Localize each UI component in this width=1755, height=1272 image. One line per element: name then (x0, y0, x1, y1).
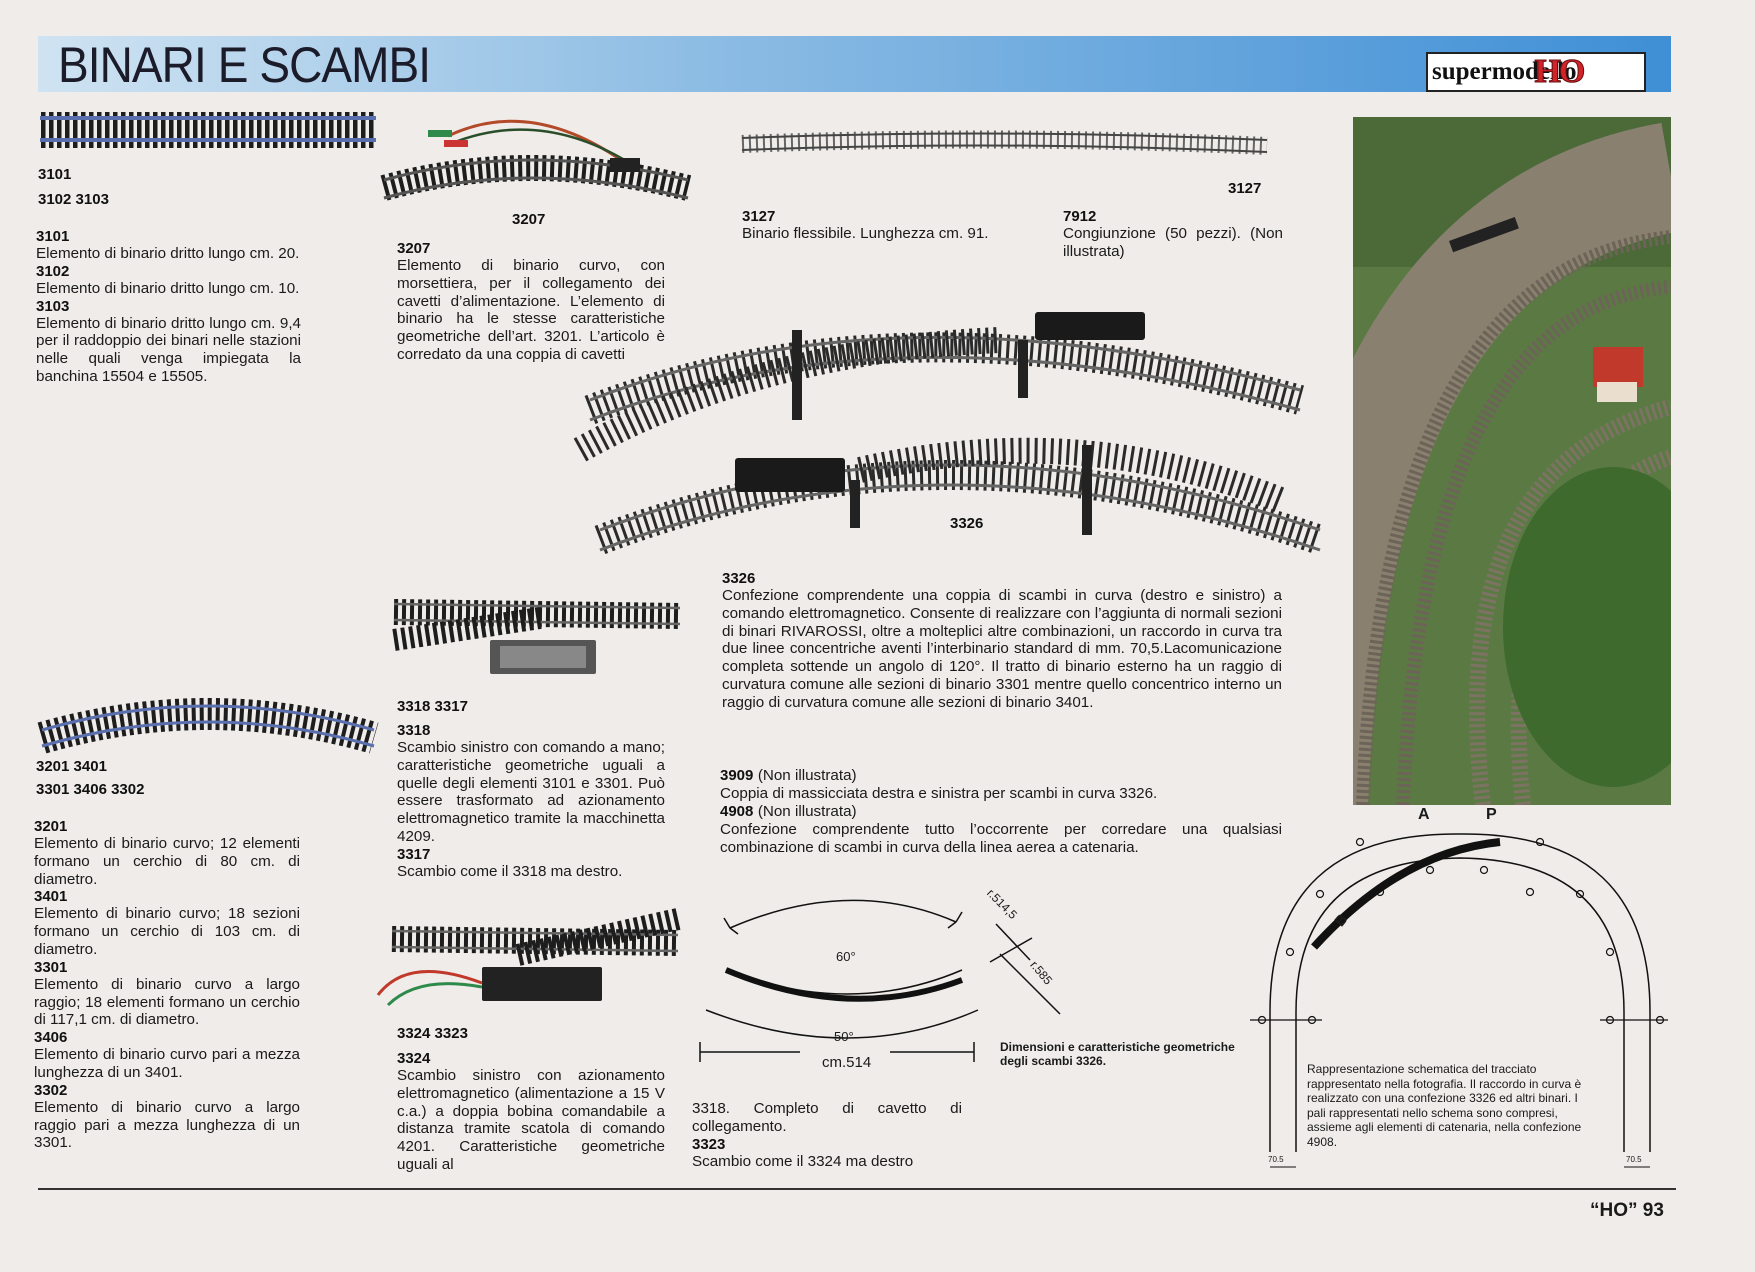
item-text: Scambio come il 3324 ma destro (692, 1152, 914, 1170)
angle-top-label: 60° (836, 949, 856, 964)
item-text: 3318. Completo di cavetto di collegament… (692, 1100, 962, 1135)
flexible-track-code: 3127 (1228, 180, 1262, 197)
item-note: (Non illustrata) (757, 767, 857, 784)
layout-photo-illustration (1353, 117, 1671, 805)
item-code: 3317 (397, 845, 431, 863)
item-code: 3323 (692, 1135, 726, 1153)
item-code: 3101 (36, 228, 70, 245)
curved-switch-pair-description: 3326 Confezione comprendente una coppia … (722, 570, 1282, 712)
manual-switch-image (392, 599, 681, 674)
schematic-label-p: P (1486, 806, 1497, 823)
item-note: (Non illustrata) (757, 802, 857, 820)
powered-curve-description: 3207 Elemento di binario curvo, con mors… (397, 240, 665, 364)
item-text: Elemento di binario dritto lungo cm. 20. (36, 245, 300, 262)
item-code: 3909 (720, 767, 754, 784)
electric-switch-codes: 3324 3323 (397, 1025, 468, 1042)
curved-descriptions: 3201 Elemento di binario curvo; 12 eleme… (34, 818, 300, 1152)
layout-photo (1353, 117, 1671, 805)
item-text: Elemento di binario curvo pari a mezza l… (34, 1046, 300, 1081)
item-code: 3406 (34, 1029, 68, 1047)
schematic-caption: Rappresentazione schematica del tracciat… (1307, 1062, 1582, 1149)
straight-track-image (40, 112, 376, 148)
geometry-caption: Dimensioni e caratteristiche geometriche… (1000, 1040, 1235, 1068)
item-text: Scambio come il 3318 ma destro. (397, 862, 623, 880)
item-code: 3103 (36, 297, 70, 315)
straight-track-code-2: 3102 3103 (38, 191, 109, 208)
schematic-label-a: A (1418, 806, 1430, 823)
manual-switch-description: 3318 Scambio sinistro con comando a mano… (397, 722, 665, 881)
item-text: Confezione comprendente tutto l’occorren… (720, 820, 1282, 856)
brand-scale: HO (1534, 53, 1586, 91)
item-code: 3207 (397, 240, 431, 257)
switch-geometry-diagram (699, 899, 1061, 1062)
page-number: “HO” 93 (1590, 1200, 1664, 1221)
item-text: Elemento di binario curvo, con morsettie… (397, 257, 665, 363)
page-title: BINARI E SCAMBI (58, 37, 431, 93)
item-code: 3102 (36, 262, 70, 280)
straight-track-code-1: 3101 (38, 166, 72, 183)
schematic-dim-right: 70.5 (1626, 1155, 1642, 1164)
item-text: Coppia di massicciata destra e sinistra … (720, 785, 1158, 802)
curved-switch-pair-code: 3326 (950, 515, 984, 532)
brand-name: supermodello (1432, 58, 1577, 85)
item-text: Scambio sinistro con azionamento elettro… (397, 1067, 665, 1173)
footer-rule (38, 1188, 1676, 1190)
item-text: Elemento di binario curvo a largo raggio… (34, 975, 300, 1029)
curved-track-code-1: 3201 3401 (36, 758, 107, 775)
schematic-dim-left: 70.5 (1268, 1155, 1284, 1164)
item-code: 3301 (34, 958, 68, 976)
item-code: 3401 (34, 888, 68, 906)
brand-logo: supermodello HO (1426, 52, 1646, 92)
item-code: 3302 (34, 1081, 68, 1099)
item-text: Elemento di binario curvo a largo raggio… (34, 1098, 300, 1152)
item-code: 3326 (722, 570, 756, 587)
powered-curve-image (380, 119, 692, 201)
item-text: Elemento di binario dritto lungo cm. 10. (36, 279, 300, 297)
item-text: Congiunzione (50 pezzi). (Non illustrata… (1063, 225, 1283, 260)
item-text: Elemento di binario curvo; 18 sezioni fo… (34, 905, 300, 958)
curved-switch-pair-image (573, 312, 1325, 555)
item-code: 3127 (742, 208, 776, 225)
electric-switch-description: 3324 Scambio sinistro con azionamento el… (397, 1050, 665, 1174)
flexible-track-image (741, 130, 1268, 155)
item-code: 4908 (720, 802, 754, 820)
track-schematic-diagram (1250, 833, 1668, 1168)
item-code: 7912 (1063, 208, 1097, 225)
straight-descriptions: 3101 Elemento di binario dritto lungo cm… (36, 228, 301, 386)
header-band (38, 36, 1671, 92)
item-text: Scambio sinistro con comando a mano; car… (397, 739, 665, 845)
item-code: 3201 (34, 818, 68, 835)
length-label: cm.514 (822, 1054, 872, 1071)
item-code: 3324 (397, 1050, 431, 1067)
accessories-description: 3909 (Non illustrata) Coppia di massicci… (720, 767, 1282, 856)
item-code: 3318 (397, 722, 431, 739)
item-text: Elemento di binario dritto lungo cm. 9,4… (36, 314, 301, 385)
item-text: Binario flessibile. Lunghezza cm. 91. (742, 225, 989, 242)
flexible-track-description: 3127 Binario flessibile. Lunghezza cm. 9… (742, 208, 1012, 243)
powered-curve-code: 3207 (512, 211, 546, 228)
electric-switch-image (376, 908, 681, 1007)
angle-bottom-label: 50° (834, 1029, 854, 1044)
item-text: Elemento di binario curvo; 12 elementi f… (34, 835, 300, 888)
manual-switch-codes: 3318 3317 (397, 698, 468, 715)
joiner-description: 7912 Congiunzione (50 pezzi). (Non illus… (1063, 208, 1283, 261)
curved-track-image (37, 698, 379, 754)
electric-switch-description-continued: 3318. Completo di cavetto di collegament… (692, 1100, 962, 1170)
item-text: Confezione comprendente una coppia di sc… (722, 587, 1282, 711)
curved-track-code-2: 3301 3406 3302 (36, 781, 145, 798)
